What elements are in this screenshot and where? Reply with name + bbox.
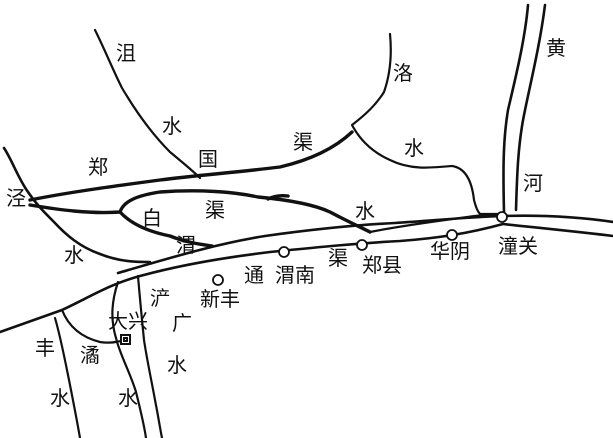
label-feng: 丰	[35, 336, 55, 360]
label-ba: 广	[172, 311, 192, 335]
label-chan: 浐	[150, 286, 170, 310]
ju-river	[93, 28, 202, 180]
label-wei: 渭	[176, 233, 196, 257]
yellow-river	[502, 3, 547, 214]
daxing-marker-inner	[123, 337, 128, 342]
label-jing: 泾	[6, 186, 26, 210]
southern-tributaries	[53, 274, 164, 438]
label-wei-river-upper: 水	[355, 199, 375, 223]
label-tong: 通	[244, 263, 264, 287]
label-ju-water: 水	[162, 114, 182, 138]
label-bai-qu: 渠	[205, 198, 225, 222]
xinfeng-marker	[212, 274, 224, 286]
luo-river	[350, 32, 506, 216]
zhengxian-marker	[356, 239, 368, 251]
label-jue-water: 水	[118, 386, 138, 410]
jing-river	[2, 146, 152, 264]
label-ba-water: 水	[167, 353, 187, 377]
label-jue: 潏	[80, 343, 100, 367]
label-tong-qu: 渠	[328, 246, 348, 270]
bai-canal	[28, 189, 506, 248]
label-huang: 黄	[546, 36, 566, 60]
label-daxing: 大兴	[108, 309, 148, 333]
tongguan-marker	[496, 211, 508, 223]
huayin-marker	[446, 229, 458, 241]
label-ju: 沮	[116, 41, 136, 65]
label-guo: 国	[198, 147, 218, 171]
feng-river	[53, 316, 82, 438]
label-he: 河	[523, 171, 543, 195]
label-weinan: 渭南	[275, 263, 315, 287]
label-tongguan: 潼关	[498, 234, 538, 258]
label-bai: 白	[142, 206, 162, 230]
ba-river	[111, 280, 148, 438]
zhengguo-canal	[28, 130, 354, 202]
label-huayin: 华阴	[430, 239, 470, 263]
label-feng-water: 水	[50, 386, 70, 410]
label-luo: 洛	[393, 61, 413, 85]
label-zhengxian: 郑县	[362, 253, 402, 277]
weinan-marker	[278, 246, 290, 258]
label-jing-water: 水	[64, 243, 84, 267]
label-zhengguo-qu: 渠	[293, 130, 313, 154]
label-xinfeng: 新丰	[200, 287, 240, 311]
label-zheng: 郑	[88, 155, 108, 179]
chan-river	[136, 274, 164, 438]
label-luo-water: 水	[404, 136, 424, 160]
